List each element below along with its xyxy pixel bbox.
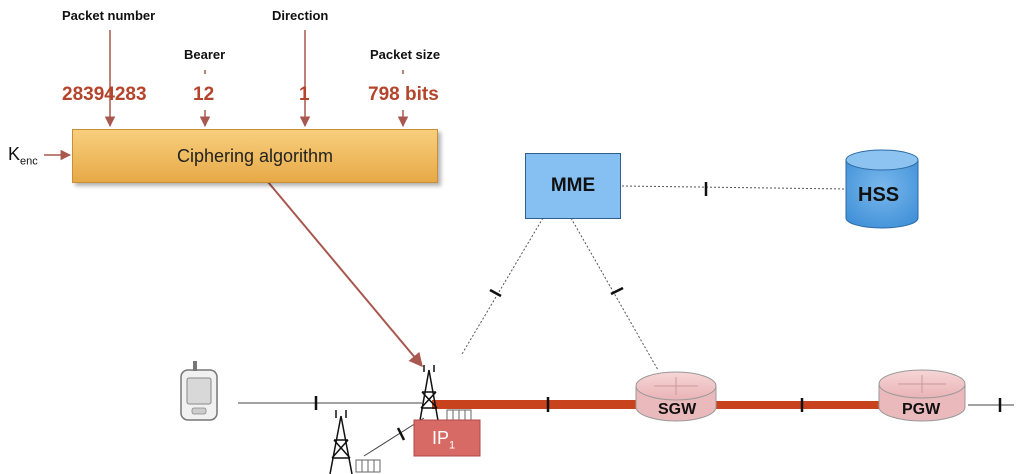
bearer-link-sgw-pgw — [716, 401, 882, 409]
sgw-router-icon — [635, 371, 717, 422]
secondary-tower-icon — [329, 410, 353, 474]
packet-size-value: 798 bits — [368, 84, 439, 105]
ip-packet-label: IP1 — [432, 428, 456, 452]
bearer-value: 12 — [193, 84, 215, 105]
cipher-to-enodeb-arrow — [267, 181, 423, 368]
interface-ticks — [489, 182, 708, 298]
hss-label: HSS — [858, 184, 900, 206]
input-arrows — [44, 30, 409, 161]
pgw-router-icon — [878, 369, 966, 422]
packet-queue-icon — [446, 409, 472, 423]
packet-queue-icon-2 — [355, 459, 381, 473]
sgw-label: SGW — [658, 401, 697, 418]
bearer-label: Bearer — [184, 47, 226, 62]
mobile-phone-icon — [180, 361, 218, 421]
ip-packet-box — [413, 419, 481, 457]
packet-size-label: Packet size — [370, 47, 441, 62]
mme-node: MME — [525, 153, 621, 219]
hss-database-icon — [845, 149, 919, 229]
encryption-key-label: Kenc — [8, 144, 38, 168]
control-links — [461, 185, 847, 371]
enodeb-tower-icon — [418, 365, 440, 427]
direction-label: Direction — [272, 8, 329, 23]
packet-number-label: Packet number — [62, 8, 156, 23]
bearer-ticks — [546, 397, 804, 412]
direction-value: 1 — [299, 84, 310, 105]
mme-label: MME — [550, 175, 596, 196]
bearer-link-enb-sgw — [432, 400, 642, 409]
ciphering-algorithm-label: Ciphering algorithm — [176, 145, 334, 166]
pgw-label: PGW — [902, 401, 941, 418]
packet-number-value: 28394283 — [62, 84, 147, 105]
ciphering-algorithm-box: Ciphering algorithm — [72, 129, 438, 183]
